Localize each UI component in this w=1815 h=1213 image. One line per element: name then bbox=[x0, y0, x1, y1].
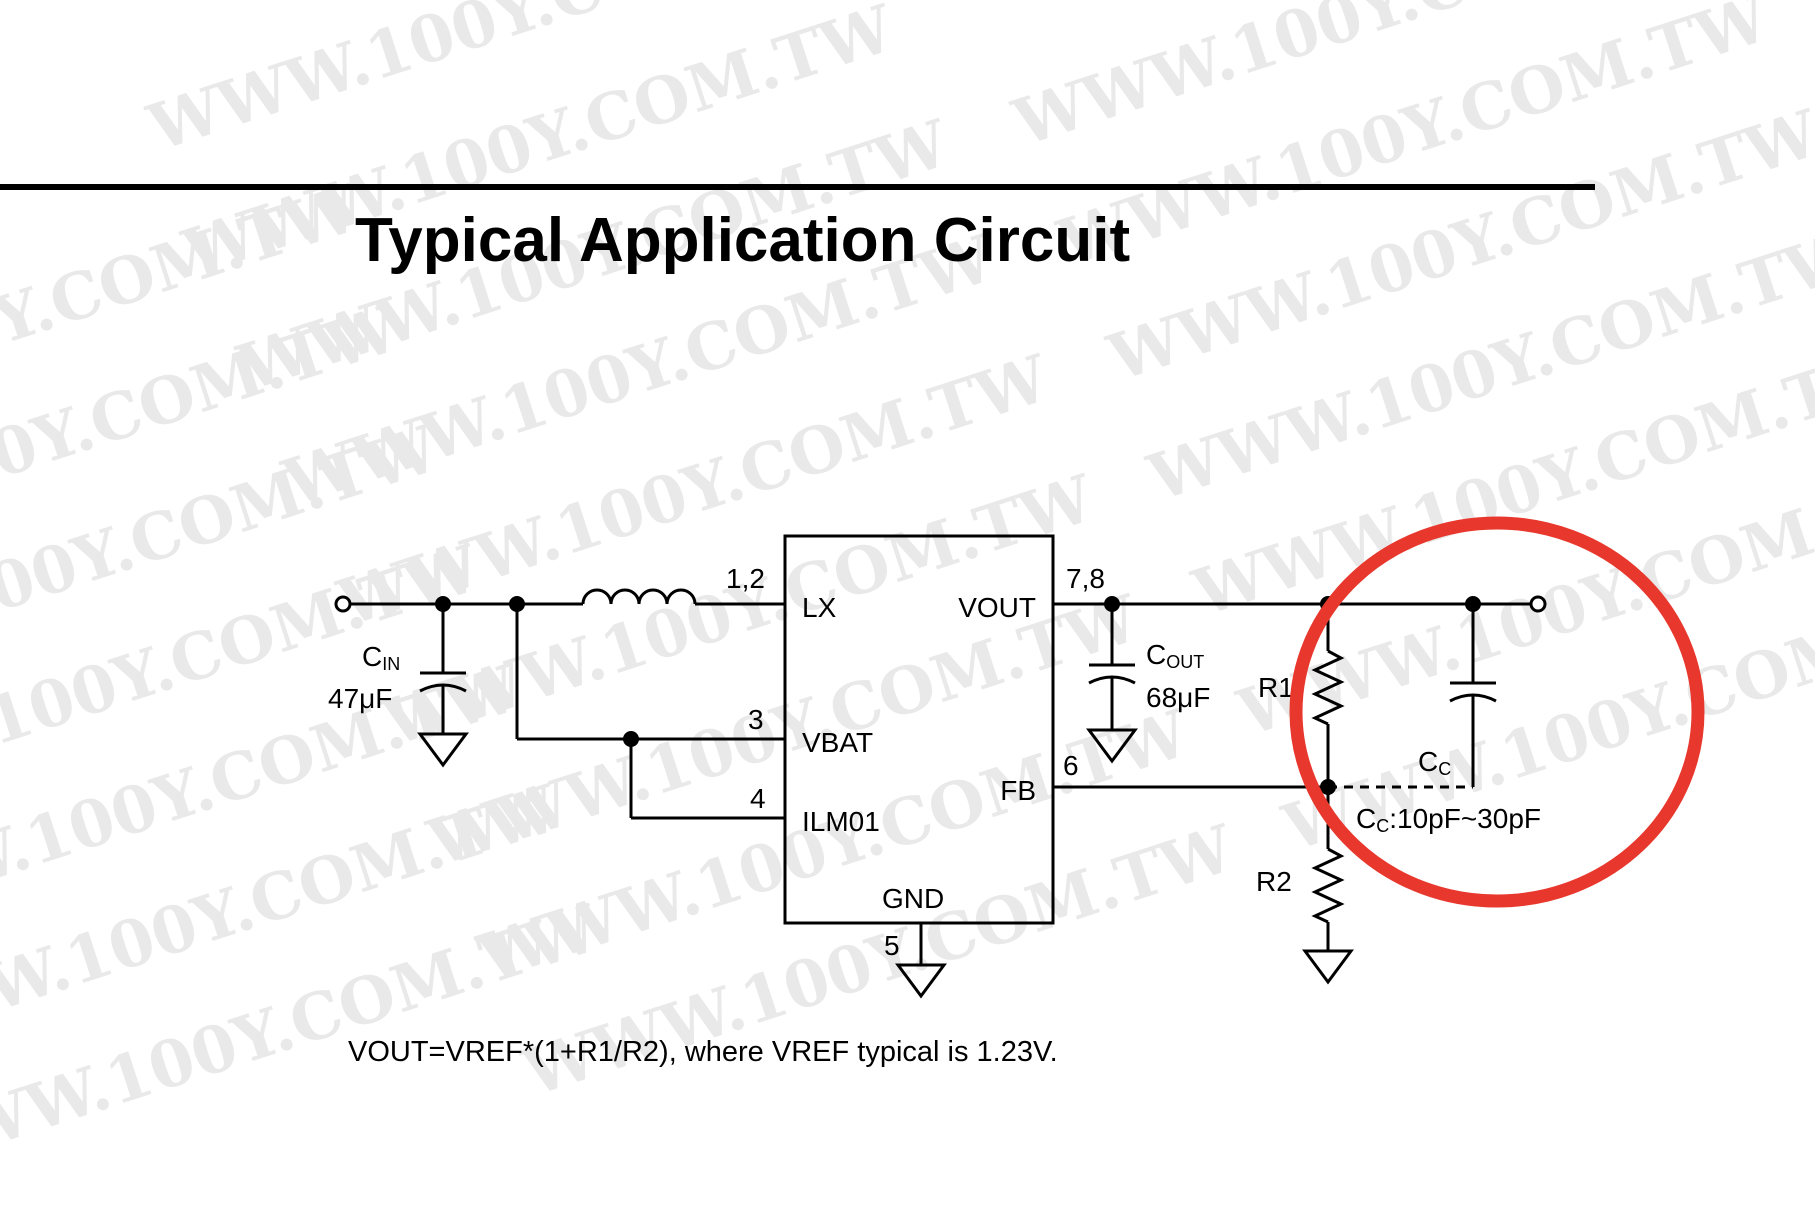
junction-dot bbox=[1465, 596, 1481, 612]
pin-number-gnd: 5 bbox=[884, 930, 900, 961]
cin-ground-icon bbox=[417, 732, 469, 768]
cout-label: COUT bbox=[1146, 639, 1204, 672]
ic-body bbox=[783, 534, 1055, 925]
pin-number-vout: 7,8 bbox=[1066, 563, 1105, 594]
section-rule bbox=[0, 184, 1595, 190]
pin-name-gnd: GND bbox=[882, 883, 944, 914]
pin-name-lx: LX bbox=[802, 592, 837, 623]
junction-dot bbox=[435, 596, 451, 612]
cout-value: 68μF bbox=[1146, 682, 1210, 713]
r2-ground-icon bbox=[1302, 949, 1354, 985]
junction-dot bbox=[1104, 596, 1120, 612]
pin-number-ilm: 4 bbox=[750, 783, 766, 814]
cc-range-label: CC:10pF~30pF bbox=[1356, 803, 1541, 836]
formula-note: VOUT=VREF*(1+R1/R2), where VREF typical … bbox=[348, 1036, 1058, 1068]
cin-label: CIN bbox=[362, 641, 400, 674]
section-title: Typical Application Circuit bbox=[355, 206, 1131, 275]
junction-dot bbox=[623, 731, 639, 747]
input-terminal-icon bbox=[334, 595, 352, 613]
pin-number-vbat: 3 bbox=[748, 704, 764, 735]
r2-label: R2 bbox=[1256, 866, 1292, 897]
r1-resistor bbox=[1311, 649, 1345, 726]
pin-name-vbat: VBAT bbox=[802, 727, 873, 758]
pin-name-ilm: ILM01 bbox=[802, 806, 880, 837]
r2-resistor bbox=[1311, 847, 1345, 924]
junction-dot bbox=[509, 596, 525, 612]
r1-label: R1 bbox=[1258, 672, 1294, 703]
junction-dot bbox=[1320, 779, 1336, 795]
inductor bbox=[581, 588, 697, 605]
gnd-ground-icon bbox=[895, 963, 947, 999]
pin-number-fb: 6 bbox=[1063, 750, 1079, 781]
cout-ground-icon bbox=[1086, 728, 1138, 764]
output-terminal-icon bbox=[1529, 595, 1547, 613]
cc-label: CC bbox=[1418, 746, 1451, 779]
pin-name-fb: FB bbox=[1000, 775, 1036, 806]
highlight-circle bbox=[1289, 516, 1705, 908]
cin-value: 47μF bbox=[328, 683, 392, 714]
pin-name-vout: VOUT bbox=[958, 592, 1036, 623]
pin-number-lx: 1,2 bbox=[726, 563, 765, 594]
